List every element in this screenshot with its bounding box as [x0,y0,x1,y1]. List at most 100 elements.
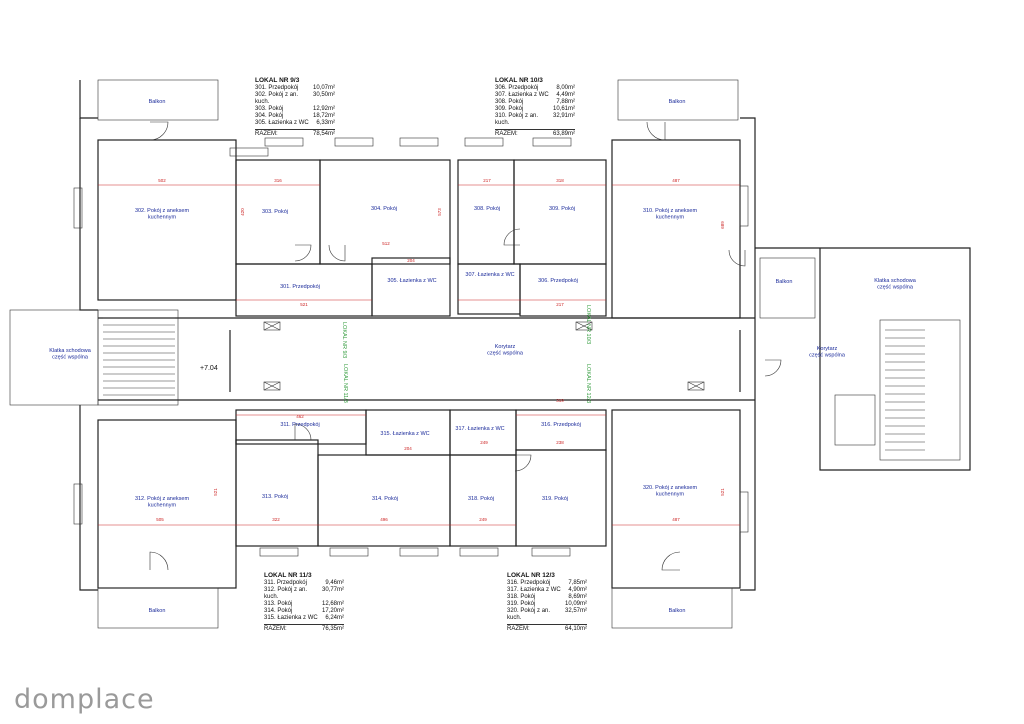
unit-table-row: 303. Pokój 12,92m² [255,106,335,113]
door-swing [514,454,532,472]
door-swing [764,359,782,377]
dimension-value: 322 [272,517,280,522]
total-area: 78,54m² [312,131,335,137]
row-area: 4,49m² [556,92,575,98]
window [531,547,571,557]
unit-tag: LOKAL NR 9/3 [341,322,347,358]
row-area: 30,77m² [321,587,344,593]
door-frame [263,381,281,391]
walls [79,80,971,591]
dimension-value: 217 [483,178,491,183]
room-label: 305. Łazienka z WC [387,278,436,284]
row-area: 6,24m² [325,615,344,621]
room-label: 309. Pokój [549,206,575,212]
dimension-value: 420 [240,208,245,216]
dimension-value: 318 [556,178,564,183]
dimension-value: 249 [480,440,488,445]
balcony-south-east [611,587,733,629]
row-room: 309. Pokój [495,106,524,112]
room-301-wall [235,263,373,317]
room-label: 319. Pokój [542,496,568,502]
dimension-value: 496 [380,517,388,522]
row-area: 8,00m² [556,85,575,91]
row-room: 304. Pokój [255,113,284,119]
row-room: 315. Łazienka z WC [264,615,318,621]
window [329,547,369,557]
window [464,137,504,147]
balcony-south-west [97,587,219,629]
dimension-value: 521 [720,488,725,496]
room-label: 304. Pokój [371,206,397,212]
total-area: 63,89m² [552,131,575,137]
row-room: 310. Pokój z an. kuch. [495,113,539,126]
window [739,185,749,227]
unit-table-row: 309. Pokój 10,61m² [495,106,575,113]
room-317-wall [449,409,517,456]
window [399,547,439,557]
window [264,137,304,147]
room-label: 314. Pokój [372,496,398,502]
balcony-label: Balkon [669,608,686,614]
outer-wall [79,80,98,119]
room-label: 307. Łazienka z WC [465,272,514,278]
window [532,137,572,147]
unit-table-row: 315. Łazienka z WC 6,24m² [264,615,344,622]
dimension-value: 573 [437,208,442,216]
unit-table-row: 310. Pokój z an. kuch.32,91m² [495,113,575,127]
door-swing [294,423,312,441]
row-area: 12,68m² [321,601,344,607]
balcony-north-west [97,79,219,121]
dimension-value: 502 [158,178,166,183]
unit-table-title: LOKAL NR 11/3 [264,572,312,579]
row-area: 10,07m² [312,85,335,91]
room-label: 311. Przedpokój [280,422,319,428]
window [399,137,439,147]
balcony-label: Balkon [669,99,686,105]
balcony-label: Balkon [149,608,166,614]
balcony-label: Balkon [776,279,793,285]
total-label: RAZEM: [507,626,530,632]
row-area: 9,46m² [325,580,344,586]
row-area: 17,20m² [321,608,344,614]
row-area: 32,57m² [564,608,587,614]
room-label: 317. Łazienka z WC [455,426,504,432]
room-305-wall [371,257,451,317]
unit-tag: LOKAL NR 12/3 [585,364,591,403]
total-label: RAZEM: [264,626,287,632]
unit-table-total: RAZEM:64,10m² [507,624,587,633]
row-area: 10,61m² [552,106,575,112]
unit-table-total: RAZEM:78,54m² [255,129,335,138]
door-frame [687,381,705,391]
dimension-value: 204 [407,258,415,263]
dimension-value: 319 [556,398,564,403]
unit-table-title: LOKAL NR 10/3 [495,77,543,84]
window [229,147,269,157]
room-label: 303. Pokój [262,209,288,215]
row-room: 316. Przedpokój [507,580,551,586]
row-room: 308. Pokój [495,99,524,105]
row-room: 303. Pokój [255,106,284,112]
balcony-east [759,257,816,319]
row-area: 12,92m² [312,106,335,112]
dimension-value: 487 [672,517,680,522]
door-swing [294,244,312,262]
door-swing [149,551,169,571]
row-room: 305. Łazienka z WC [255,120,309,126]
total-label: RAZEM: [495,131,518,137]
door-frame [263,321,281,331]
room-label: 308. Pokój [474,206,500,212]
